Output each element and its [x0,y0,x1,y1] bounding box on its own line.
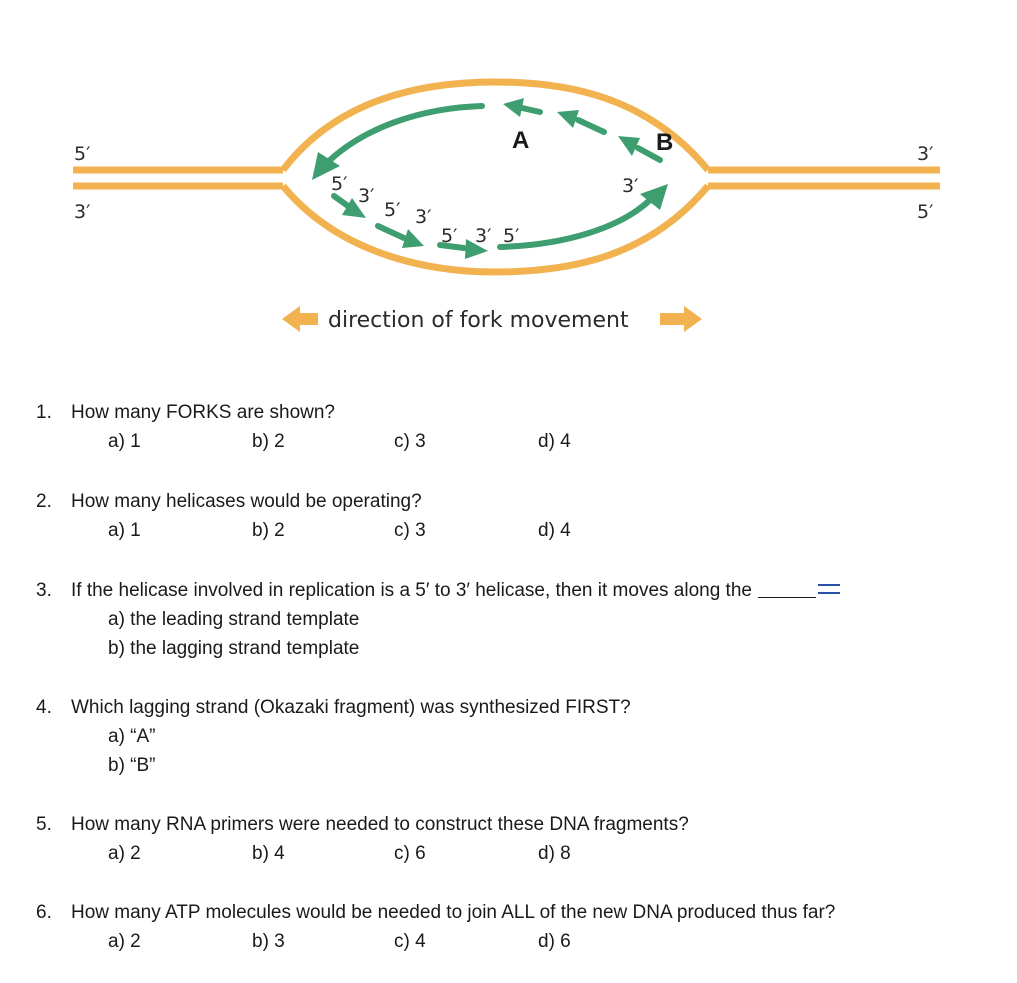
question-number: 6. [36,902,52,923]
bubble-bottom-strand [280,183,711,276]
label-lag-3prime-b: 3′ [415,206,431,228]
leading-strand-lower [497,197,653,250]
label-right-bottom-5prime: 5′ [917,201,933,223]
okazaki-lower-3 [437,242,467,251]
question-4: 4. Which lagging strand (Okazaki fragment… [36,693,631,780]
question-number: 4. [36,697,52,718]
label-left-top-5prime: 5′ [74,143,90,165]
question-6: 6. How many ATP molecules would be needed… [36,898,835,956]
option-d[interactable]: d) 4 [538,431,571,452]
label-fragment-A: A [512,127,529,154]
okazaki-upper-2-head [557,110,579,128]
label-lag-5prime-a: 5′ [331,173,347,195]
fork-direction-caption: direction of fork movement [328,308,629,333]
option-a[interactable]: a) 2 [108,931,141,952]
option-a[interactable]: a) 2 [108,843,141,864]
question-number: 3. [36,580,52,601]
option-d[interactable]: d) 8 [538,843,571,864]
question-2: 2. How many helicases would be operating?… [36,487,571,545]
okazaki-upper-2 [575,117,607,135]
question-3: 3. If the helicase involved in replicatio… [36,576,840,663]
option-c[interactable]: c) 6 [394,843,426,864]
label-lag-3prime-c: 3′ [475,225,491,247]
question-text: If the helicase involved in replication … [71,580,752,601]
new-strands [312,98,668,259]
leading-strand-upper-arrowhead [312,152,340,180]
answer-blank[interactable] [757,596,816,598]
right-direction-arrow [660,306,702,332]
option-c[interactable]: c) 3 [394,520,426,541]
okazaki-lower-1 [331,193,351,209]
okazaki-upper-3 [635,145,663,163]
okazaki-upper-1 [519,105,543,115]
question-text: How many ATP molecules would be needed t… [71,902,836,923]
question-text: How many helicases would be operating? [71,491,422,512]
leading-strand-lower-arrowhead [640,184,668,210]
answer-blank-marker [817,584,840,594]
option-b[interactable]: b) 2 [252,431,285,452]
option-d[interactable]: d) 6 [538,931,571,952]
label-lag-5prime-d: 5′ [503,225,519,247]
question-text: How many RNA primers were needed to cons… [71,814,689,835]
label-fragment-B: B [656,129,673,156]
option-a[interactable]: a) “A” [108,726,156,747]
option-c[interactable]: c) 3 [394,431,426,452]
option-b[interactable]: b) 4 [252,843,285,864]
label-lag-3prime-a: 3′ [358,185,374,207]
question-text: Which lagging strand (Okazaki fragment) … [71,697,631,718]
label-left-bottom-3prime: 3′ [74,201,90,223]
option-d[interactable]: d) 4 [538,520,571,541]
option-b[interactable]: b) 3 [252,931,285,952]
okazaki-lower-2 [375,223,407,241]
label-upper-right-3prime: 3′ [622,175,638,197]
question-number: 5. [36,814,52,835]
label-lag-5prime-b: 5′ [384,199,400,221]
replication-bubble-diagram: 5′ 3′ 3′ 5′ A B 3′ 5′ 3′ 5′ 3′ 5′ 3′ 5′ … [73,78,940,333]
fork-direction-arrows [282,306,702,332]
leading-strand-upper [327,103,485,163]
parental-strands [73,78,940,276]
question-5: 5. How many RNA primers were needed to co… [36,810,689,868]
question-number: 2. [36,491,52,512]
label-right-top-3prime: 3′ [917,143,933,165]
question-number: 1. [36,402,52,423]
question-1: 1. How many FORKS are shown? a) 1 b) 2 c)… [36,398,571,456]
label-lag-5prime-c: 5′ [441,225,457,247]
option-a[interactable]: a) 1 [108,431,141,452]
option-c[interactable]: c) 4 [394,931,426,952]
okazaki-upper-3-head [618,136,640,156]
okazaki-upper-1-head [503,98,524,117]
option-a[interactable]: a) the leading strand template [108,609,360,630]
option-b[interactable]: b) the lagging strand template [108,638,360,659]
option-b[interactable]: b) “B” [108,755,156,776]
option-b[interactable]: b) 2 [252,520,285,541]
question-text: How many FORKS are shown? [71,402,335,423]
left-direction-arrow [282,306,318,332]
okazaki-lower-2-head [402,229,424,248]
okazaki-lower-3-head [465,239,488,259]
option-a[interactable]: a) 1 [108,520,141,541]
bubble-top-strand [280,78,711,173]
okazaki-lower-1-head [342,198,366,218]
